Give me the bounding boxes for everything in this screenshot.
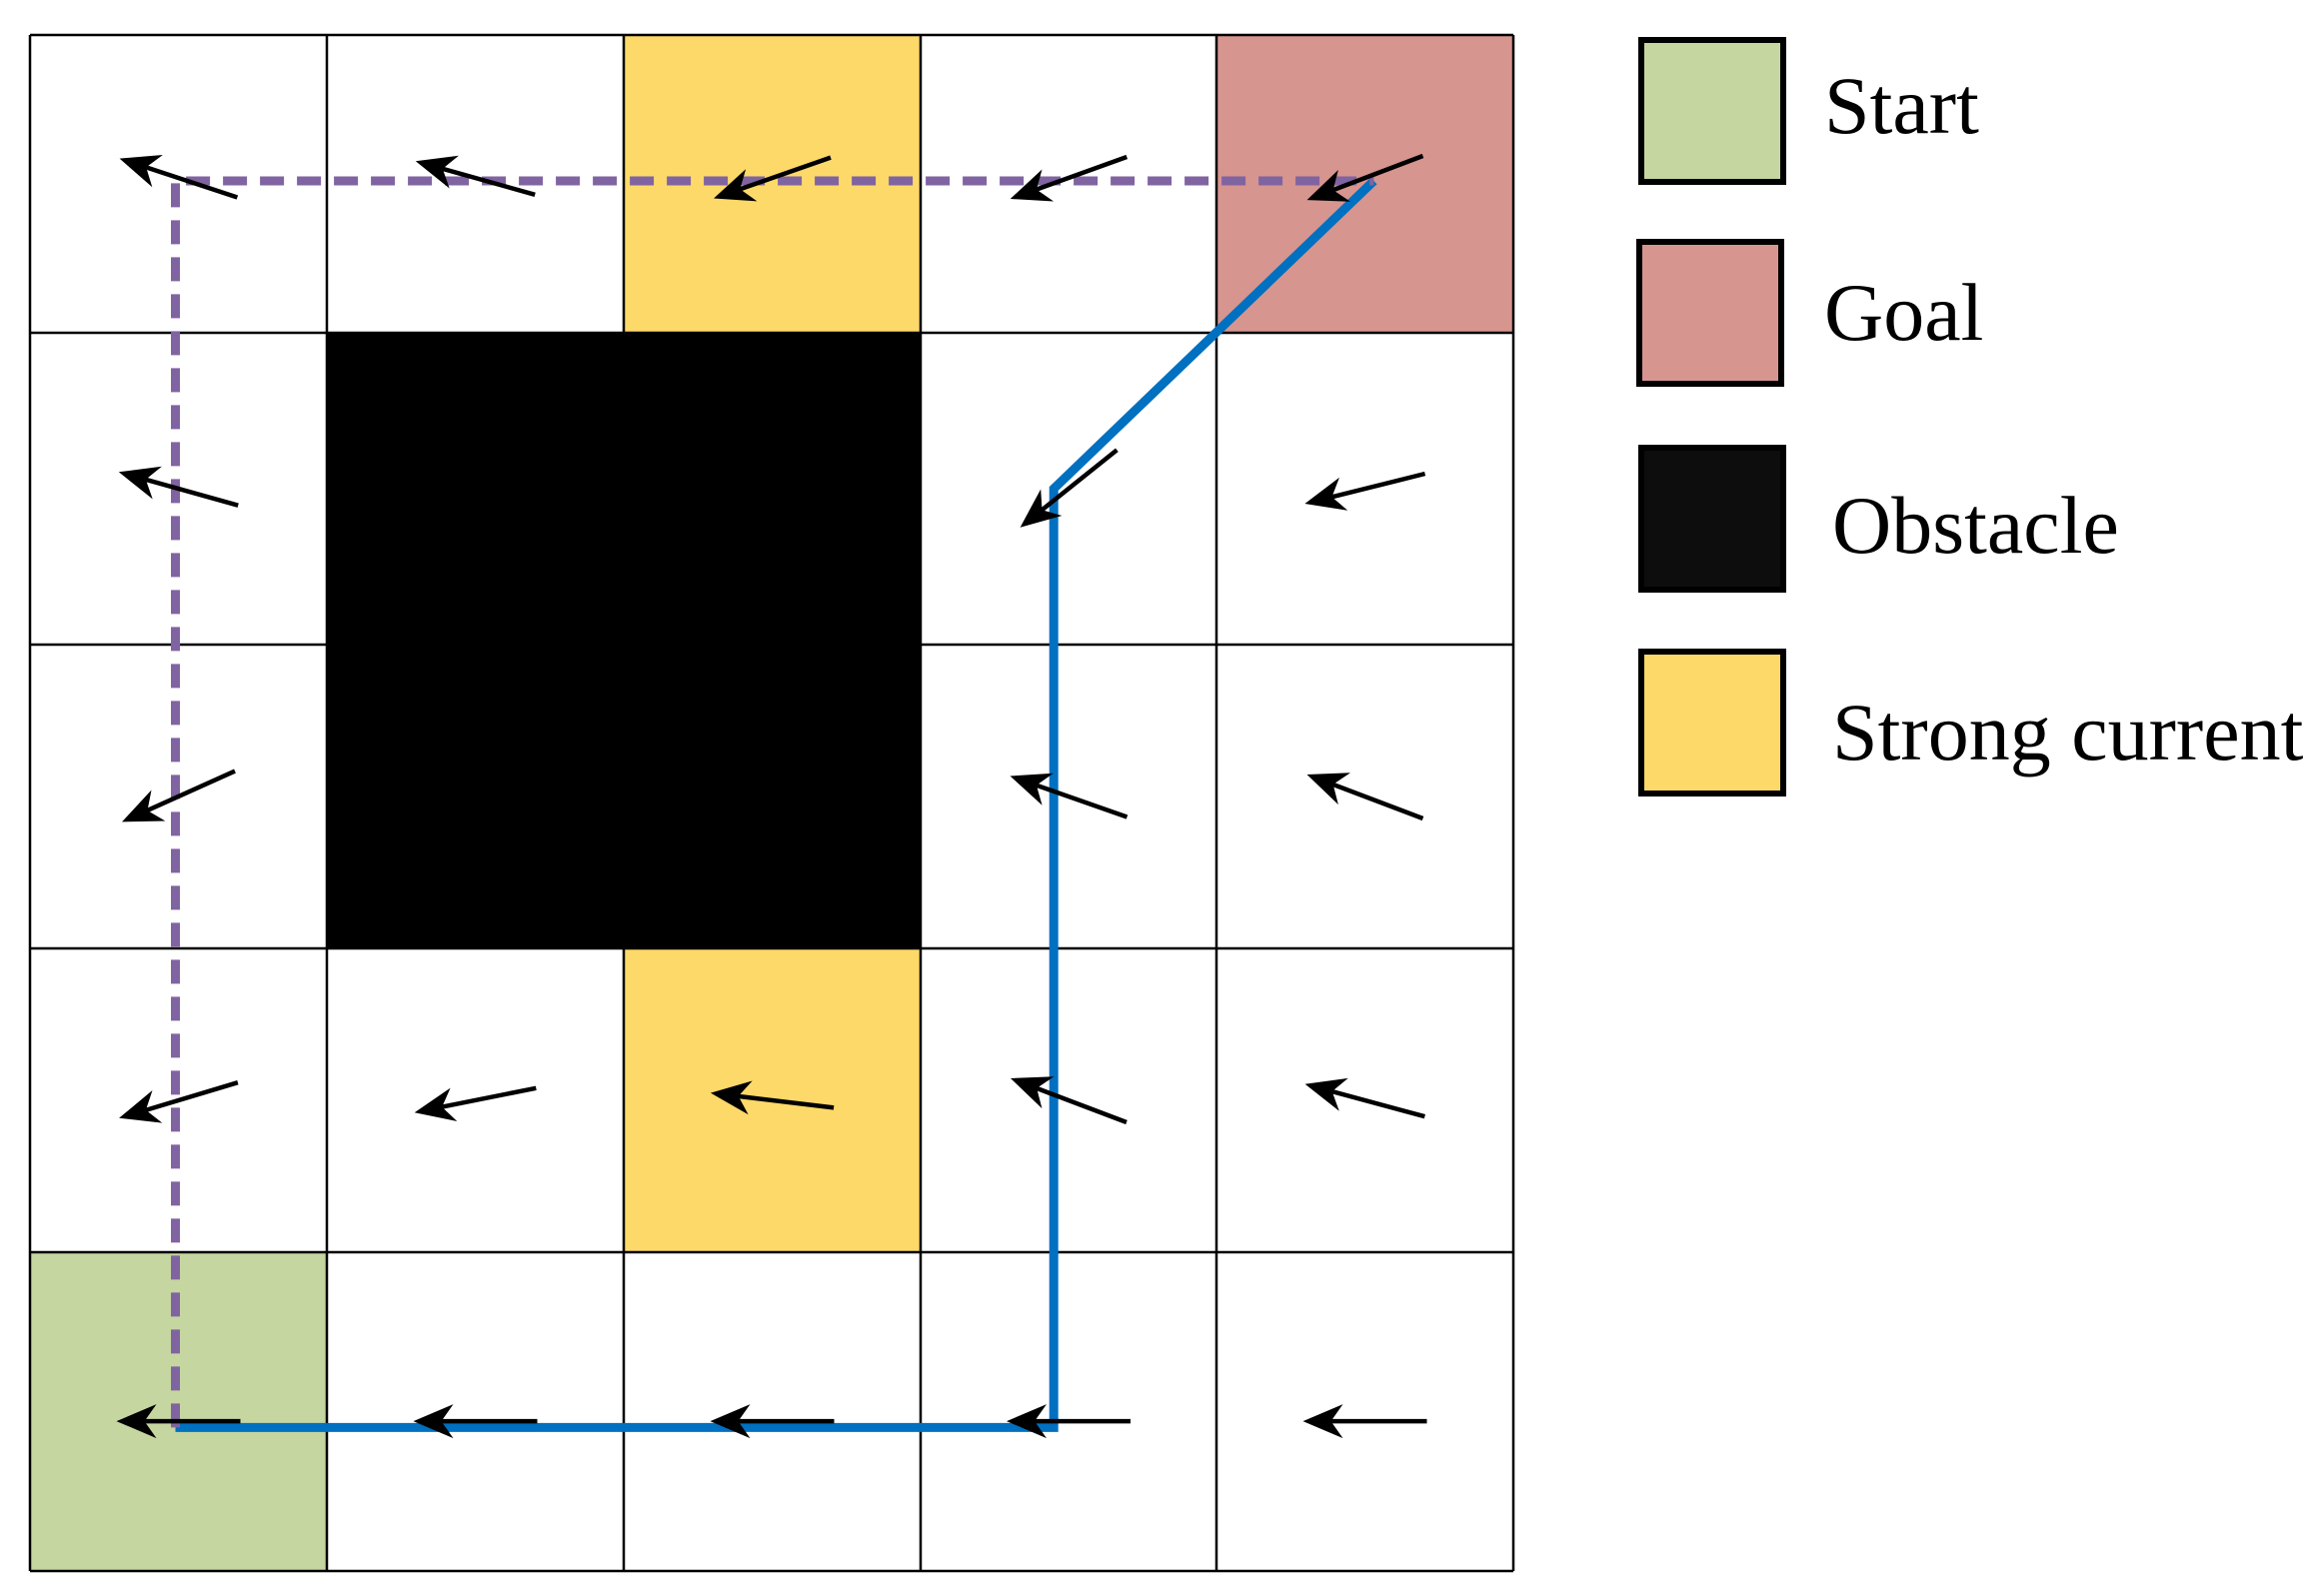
- current-arrow-r4c3: [1007, 1404, 1131, 1439]
- legend-swatch-goal: [1636, 239, 1784, 387]
- current-arrow-head: [1306, 773, 1350, 805]
- current-arrow-r2c4: [1306, 773, 1424, 821]
- current-arrows: [116, 153, 1427, 1439]
- obstacle-block: [327, 333, 921, 948]
- current-arrow-head: [714, 169, 758, 202]
- current-arrow-head: [1306, 170, 1350, 202]
- legend-label-strong-current: Strong current: [1832, 687, 2304, 778]
- current-arrow-head: [1304, 477, 1348, 511]
- current-arrow-head: [1302, 1404, 1343, 1439]
- cell-empty-r4c4: [1216, 1252, 1513, 1571]
- current-arrow-head: [710, 1404, 751, 1439]
- current-arrow-r3c1: [414, 1085, 537, 1121]
- current-arrow-shaft: [137, 162, 239, 200]
- current-arrow-head: [1010, 773, 1054, 805]
- current-arrow-shaft: [1324, 153, 1424, 196]
- legend-swatch-strong-current: [1638, 649, 1786, 797]
- current-arrow-head: [118, 466, 162, 500]
- current-arrow-r2c3: [1010, 773, 1129, 819]
- current-arrow-shaft: [433, 1085, 537, 1111]
- legend-item-strong-current: Strong current: [1638, 649, 2304, 797]
- current-arrow-shaft: [1034, 448, 1119, 517]
- legend-item-start: Start: [1638, 37, 1979, 185]
- cell-empty-r4c1: [327, 1252, 624, 1571]
- solid-path: [175, 177, 1377, 1432]
- current-arrow-shaft: [1323, 471, 1426, 502]
- current-arrow-shaft: [1028, 780, 1129, 819]
- current-arrow-r4c0: [116, 1404, 241, 1439]
- current-arrow-r0c1: [415, 155, 536, 197]
- current-arrow-r0c4: [1306, 153, 1424, 202]
- current-arrow-shaft: [730, 1092, 835, 1110]
- dashed-path: [171, 176, 1374, 1428]
- current-arrow-head: [1011, 1076, 1055, 1109]
- current-arrow-r1c3: [1020, 448, 1119, 528]
- current-arrow-r4c4: [1302, 1404, 1427, 1439]
- current-arrow-r0c2: [714, 155, 832, 202]
- current-arrow-shaft: [732, 155, 832, 195]
- current-arrow-head: [413, 1404, 454, 1439]
- current-arrow-shaft: [137, 475, 239, 508]
- current-arrow-head: [710, 1080, 753, 1115]
- current-arrow-shaft: [1324, 779, 1424, 821]
- cell-empty-r4c3: [921, 1252, 1216, 1571]
- current-arrow-head: [1020, 489, 1063, 528]
- current-arrow-r3c2: [710, 1080, 835, 1115]
- current-arrow-head: [1304, 1077, 1348, 1111]
- current-arrow-r0c0: [119, 155, 239, 200]
- legend-swatch-start: [1638, 37, 1786, 185]
- current-arrow-r4c2: [710, 1404, 835, 1439]
- current-arrow-r3c3: [1011, 1076, 1128, 1125]
- current-arrow-r2c0: [122, 769, 236, 822]
- current-arrow-shaft: [139, 769, 236, 816]
- legend-item-goal: Goal: [1636, 239, 1983, 387]
- current-arrow-head: [415, 155, 459, 189]
- current-arrow-r0c3: [1010, 154, 1129, 202]
- current-arrow-head: [414, 1087, 458, 1121]
- current-arrow-shaft: [1028, 1082, 1128, 1125]
- current-arrow-r1c4: [1304, 471, 1426, 511]
- legend: Start Goal Obstacle Strong current: [1636, 37, 2304, 797]
- legend-item-obstacle: Obstacle: [1638, 445, 2119, 593]
- current-arrow-head: [1010, 169, 1055, 202]
- current-arrow-r3c4: [1304, 1077, 1425, 1119]
- current-arrow-shaft: [1323, 1086, 1425, 1119]
- legend-swatch-obstacle: [1638, 445, 1786, 593]
- legend-label-start: Start: [1824, 60, 1979, 151]
- current-arrow-shaft: [137, 1080, 239, 1115]
- current-arrow-r4c1: [413, 1404, 538, 1439]
- legend-label-goal: Goal: [1824, 267, 1983, 358]
- grid-lines: [28, 33, 1515, 1573]
- current-arrow-head: [119, 1090, 163, 1123]
- cell-empty-r4c2: [624, 1252, 921, 1571]
- current-arrow-shaft: [434, 164, 536, 197]
- current-arrow-shaft: [1028, 154, 1129, 195]
- current-arrow-head: [119, 155, 163, 188]
- legend-label-obstacle: Obstacle: [1832, 480, 2119, 571]
- current-arrow-head: [116, 1404, 157, 1439]
- current-arrow-r1c0: [118, 466, 239, 508]
- current-arrow-head: [1007, 1404, 1047, 1439]
- trajectory-paths: [171, 176, 1377, 1432]
- current-arrow-head: [122, 790, 166, 822]
- current-arrow-r3c0: [119, 1080, 239, 1123]
